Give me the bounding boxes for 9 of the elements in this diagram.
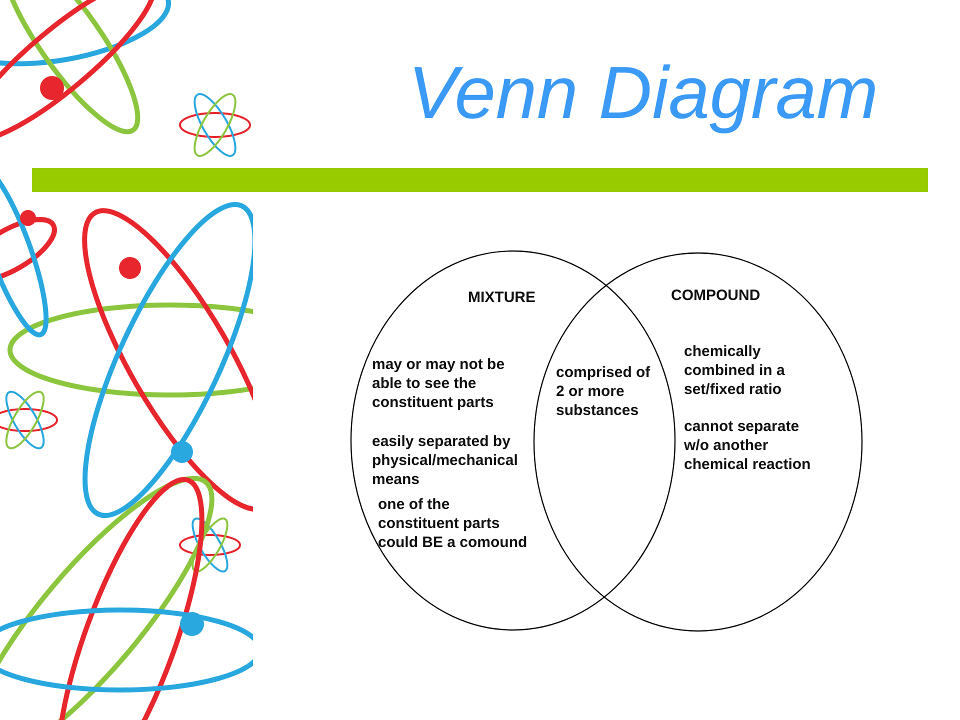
set-description: chemically combined in a set/fixed ratio — [684, 342, 786, 399]
set-description: cannot separate w/o another chemical reaction — [684, 417, 812, 474]
overlap-description: comprised of 2 or more substances — [556, 363, 652, 420]
set-description: easily separated by physical/mechanical means — [372, 432, 519, 489]
set-heading: MIXTURE — [468, 288, 536, 307]
set-description: one of the constituent parts could BE a comound — [378, 495, 528, 552]
set-heading: COMPOUND — [671, 286, 762, 305]
set-description: may or may not be able to see the constituent parts — [372, 355, 506, 412]
title: Venn Diagram — [408, 50, 878, 135]
